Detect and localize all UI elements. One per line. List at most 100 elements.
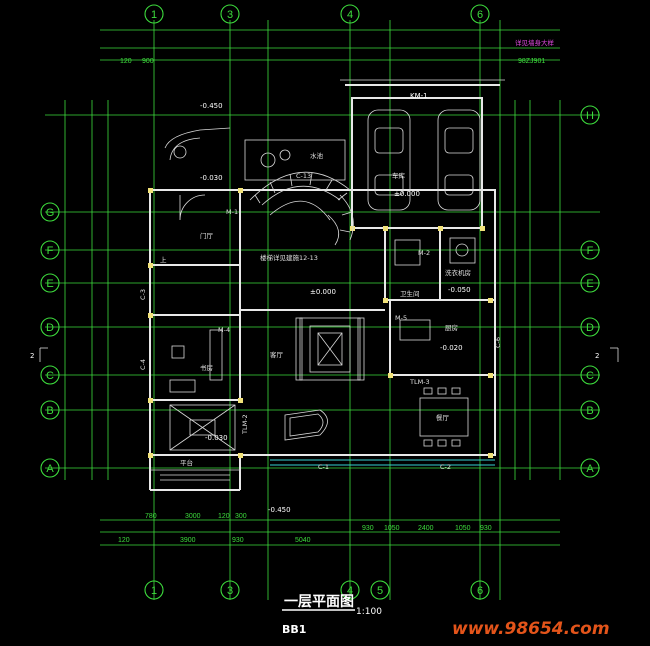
- section-markers: 2 2: [30, 347, 619, 362]
- window-c4: C-4: [139, 359, 147, 370]
- axis-left-D: D: [46, 322, 54, 334]
- bottom-dimensions: 780 3000 120 300 930 1050 2400 1050 930 …: [100, 513, 560, 600]
- door-m2: M-2: [418, 249, 430, 257]
- room-terrace: 平台: [180, 458, 193, 467]
- axis-right-C: C: [586, 370, 594, 382]
- dim-b1-3: 120: [218, 513, 230, 520]
- axis-right-A: A: [586, 463, 594, 475]
- window-c1: C-1: [318, 463, 329, 471]
- room-foyer: 门厅: [200, 231, 214, 240]
- window-tags: C-1 C-2 C-3 C-4 C-6 TLM-2 上 详见墙身大样: [139, 38, 555, 471]
- svg-text:2: 2: [30, 352, 34, 360]
- axis-bottom-5: 5: [377, 585, 383, 597]
- foyer-room: 门厅 M-1 -0.030: [179, 174, 238, 240]
- axis-bottom-6: 6: [477, 585, 483, 597]
- axis-bottom-1: 1: [151, 585, 157, 597]
- axis-top-3: 3: [227, 9, 233, 21]
- garage-door-label: KM-1: [410, 92, 428, 100]
- title-block: 一层平面图 1:100 BB1: [282, 594, 382, 636]
- std-code: 98ZJ901: [518, 58, 545, 65]
- room-kitchen: 厨房: [445, 323, 458, 332]
- door-m4: M-4: [218, 326, 230, 334]
- level-kitchen-a: -0.050: [448, 286, 471, 294]
- axis-right-D: D: [586, 322, 594, 334]
- drawing-scale: 1:100: [356, 607, 382, 617]
- window-c6: C-6: [494, 337, 502, 348]
- left-axis-markers: A B C D E F G: [40, 100, 109, 480]
- spiral-stair: 楼梯详见建施12-13 C-13: [249, 171, 354, 262]
- room-garage: 车库: [392, 171, 406, 180]
- axis-left-G: G: [46, 207, 55, 219]
- axis-left-C: C: [46, 370, 54, 382]
- room-living: 客厅: [270, 350, 284, 359]
- dim-b2-4: 5040: [295, 537, 311, 544]
- axis-left-E: E: [46, 278, 53, 290]
- dim-b1-7: 2400: [418, 525, 434, 532]
- axis-right-F: F: [587, 245, 594, 257]
- level-terrace: -0.450: [200, 102, 223, 110]
- dim-top-1: 120: [120, 58, 132, 65]
- top-axis-markers: 1 3 4 6 120 900 98ZJ901: [100, 4, 560, 65]
- window-c13: C-13: [296, 172, 311, 180]
- dim-top-2: 900: [142, 58, 154, 65]
- dim-b1-6: 1050: [384, 525, 400, 532]
- dim-b1-1: 780: [145, 513, 157, 520]
- dim-b2-2: 3900: [180, 537, 196, 544]
- axis-top-6: 6: [477, 9, 483, 21]
- axis-left-F: F: [47, 245, 54, 257]
- axis-right-H: H: [586, 110, 594, 122]
- room-dining: 餐厅: [436, 413, 450, 422]
- window-c2: C-2: [440, 463, 451, 471]
- door-tlm2: TLM-2: [241, 414, 249, 435]
- service-rooms: 卫生间 洗衣机房 厨房 -0.050 -0.020 M-5 M-2 ±0.000: [394, 190, 476, 352]
- study-room: 书房 M-4: [169, 326, 230, 393]
- dim-b1-9: 930: [480, 525, 492, 532]
- right-axis-markers: A B C D E F H: [514, 100, 600, 480]
- stair-note: 楼梯详见建施12-13: [260, 253, 318, 262]
- room-pool: 水池: [310, 151, 324, 160]
- axis-right-B: B: [586, 405, 593, 417]
- axis-right-E: E: [586, 278, 593, 290]
- dining-furniture: 餐厅 TLM-3: [409, 378, 469, 447]
- level-foyer: -0.030: [200, 174, 223, 182]
- door-m5: M-5: [395, 314, 407, 322]
- door-m1: M-1: [226, 208, 238, 216]
- level-lower-terrace: -0.030: [205, 434, 228, 442]
- building-walls: [149, 79, 505, 491]
- stair-up-mark: 上: [160, 255, 167, 264]
- level-kitchen-b: -0.020: [440, 344, 463, 352]
- drawing-code: BB1: [282, 623, 306, 636]
- terrace-pool: -0.450 水池: [164, 102, 346, 181]
- car-icon-left: [367, 109, 411, 211]
- dim-b1-4: 300: [235, 513, 247, 520]
- axis-top-4: 4: [347, 9, 353, 21]
- room-study: 书房: [200, 363, 213, 372]
- window-c3: C-3: [139, 289, 147, 300]
- axis-top-1: 1: [151, 9, 157, 21]
- level-garage: ±0.000: [394, 190, 420, 198]
- door-tlm3: TLM-3: [409, 378, 430, 386]
- svg-text:2: 2: [595, 352, 599, 360]
- site-watermark: www.98654.com: [452, 619, 610, 639]
- piano-icon: [284, 409, 328, 441]
- dim-b1-5: 930: [362, 525, 374, 532]
- drawing-title: 一层平面图: [284, 594, 354, 610]
- axis-left-B: B: [46, 405, 53, 417]
- level-entry: -0.450: [268, 506, 291, 514]
- living-furniture: 客厅 ±0.000: [270, 288, 365, 381]
- dim-b1-2: 3000: [185, 513, 201, 520]
- room-laundry: 洗衣机房: [445, 268, 471, 277]
- garage-cars: KM-1 车库: [367, 92, 481, 211]
- dim-b2-3: 930: [232, 537, 244, 544]
- car-icon-right: [437, 109, 481, 211]
- structural-columns: [148, 188, 493, 458]
- dim-b2-1: 120: [118, 537, 130, 544]
- wall-note: 详见墙身大样: [515, 38, 555, 47]
- dim-b1-8: 1050: [455, 525, 471, 532]
- level-living: ±0.000: [310, 288, 336, 296]
- lower-terrace: 平台 -0.030 -0.450: [150, 404, 291, 514]
- axis-bottom-3: 3: [227, 585, 233, 597]
- room-wc: 卫生间: [400, 289, 420, 298]
- axis-bottom-4: 4: [347, 585, 353, 597]
